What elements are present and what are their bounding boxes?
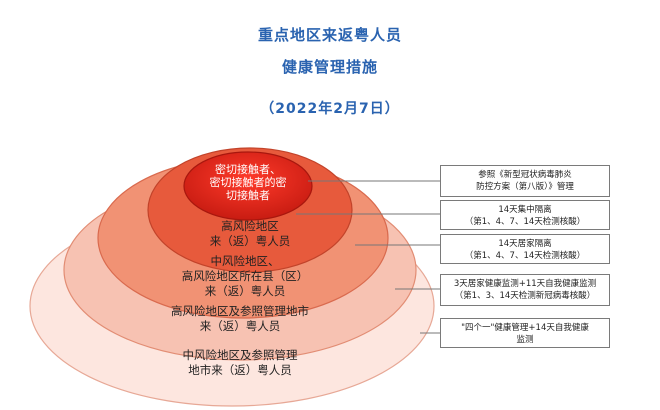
- measure-text: 14天居家隔离 （第1、4、7、14天检测核酸）: [464, 239, 586, 261]
- measure-box-high-risk-city: 3天居家健康监测+11天自我健康监测 （第1、3、14天检测新冠病毒核酸）: [440, 274, 610, 306]
- ring-label-high-risk: 高风险地区 来（返）粤人员: [209, 219, 291, 248]
- measure-text: 3天居家健康监测+11天自我健康监测 （第1、3、14天检测新冠病毒核酸）: [453, 279, 597, 301]
- measure-box-mid-risk-city: "四个一"健康管理+14天自我健康 监测: [440, 318, 610, 348]
- ring-close-contact: [183, 151, 313, 221]
- measure-box-mid-risk: 14天居家隔离 （第1、4、7、14天检测核酸）: [440, 234, 610, 264]
- measure-box-close-contact: 参照《新型冠状病毒肺炎 防控方案（第八版）》管理: [440, 165, 610, 197]
- date-label: （2022年2月7日）: [260, 101, 400, 117]
- measure-box-high-risk: 14天集中隔离 （第1、4、7、14天检测核酸）: [440, 200, 610, 230]
- ring-label-high-risk-city: 高风险地区及参照管理地市 来（返）粤人员: [171, 304, 309, 333]
- main-title: 重点地区来返粤人员: [257, 26, 402, 44]
- connector-lines: [296, 180, 440, 334]
- subtitle: 健康管理措施: [281, 58, 378, 76]
- ring-label-close-contact: 密切接触者、 密切接触者的密 切接触者: [209, 163, 287, 202]
- ring-label-mid-risk: 中风险地区、 高风险地区所在县（区） 来（返）粤人员: [181, 254, 309, 298]
- ring-label-mid-risk-city: 中风险地区及参照管理 地市来（返）粤人员: [182, 348, 298, 377]
- measure-text: "四个一"健康管理+14天自我健康 监测: [461, 323, 589, 345]
- measure-text: 14天集中隔离 （第1、4、7、14天检测核酸）: [464, 205, 586, 227]
- measure-text: 参照《新型冠状病毒肺炎 防控方案（第八版）》管理: [476, 170, 574, 192]
